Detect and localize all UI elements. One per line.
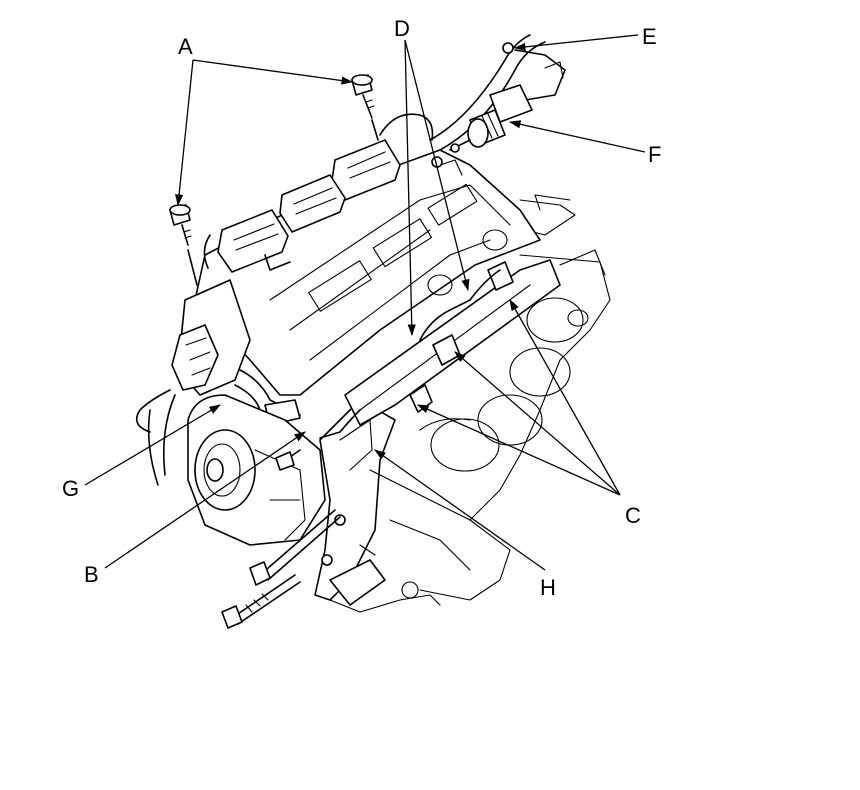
lower-cover [329, 469, 511, 613]
manifold-bracket [314, 399, 396, 606]
bolt-a-upper [351, 74, 375, 119]
fuel-damper [449, 84, 533, 153]
label-h: H [540, 575, 556, 600]
label-d: D [394, 16, 410, 41]
label-c: C [625, 503, 641, 528]
fuel-feed-hose [429, 34, 566, 151]
callout-labels: A D E F C G B H [62, 16, 661, 600]
throttle-body [187, 394, 326, 546]
wire-harness [135, 279, 301, 486]
long-bolts [221, 449, 341, 629]
cylinder-block [419, 194, 611, 521]
bolt-a-lower [169, 204, 198, 286]
engine-illustration [135, 34, 611, 629]
label-f: F [648, 142, 661, 167]
leader-lines [84, 34, 646, 571]
label-b: B [84, 562, 99, 587]
label-e: E [642, 24, 657, 49]
ignition-coils [203, 113, 434, 273]
label-a: A [178, 34, 193, 59]
label-g: G [62, 476, 79, 501]
